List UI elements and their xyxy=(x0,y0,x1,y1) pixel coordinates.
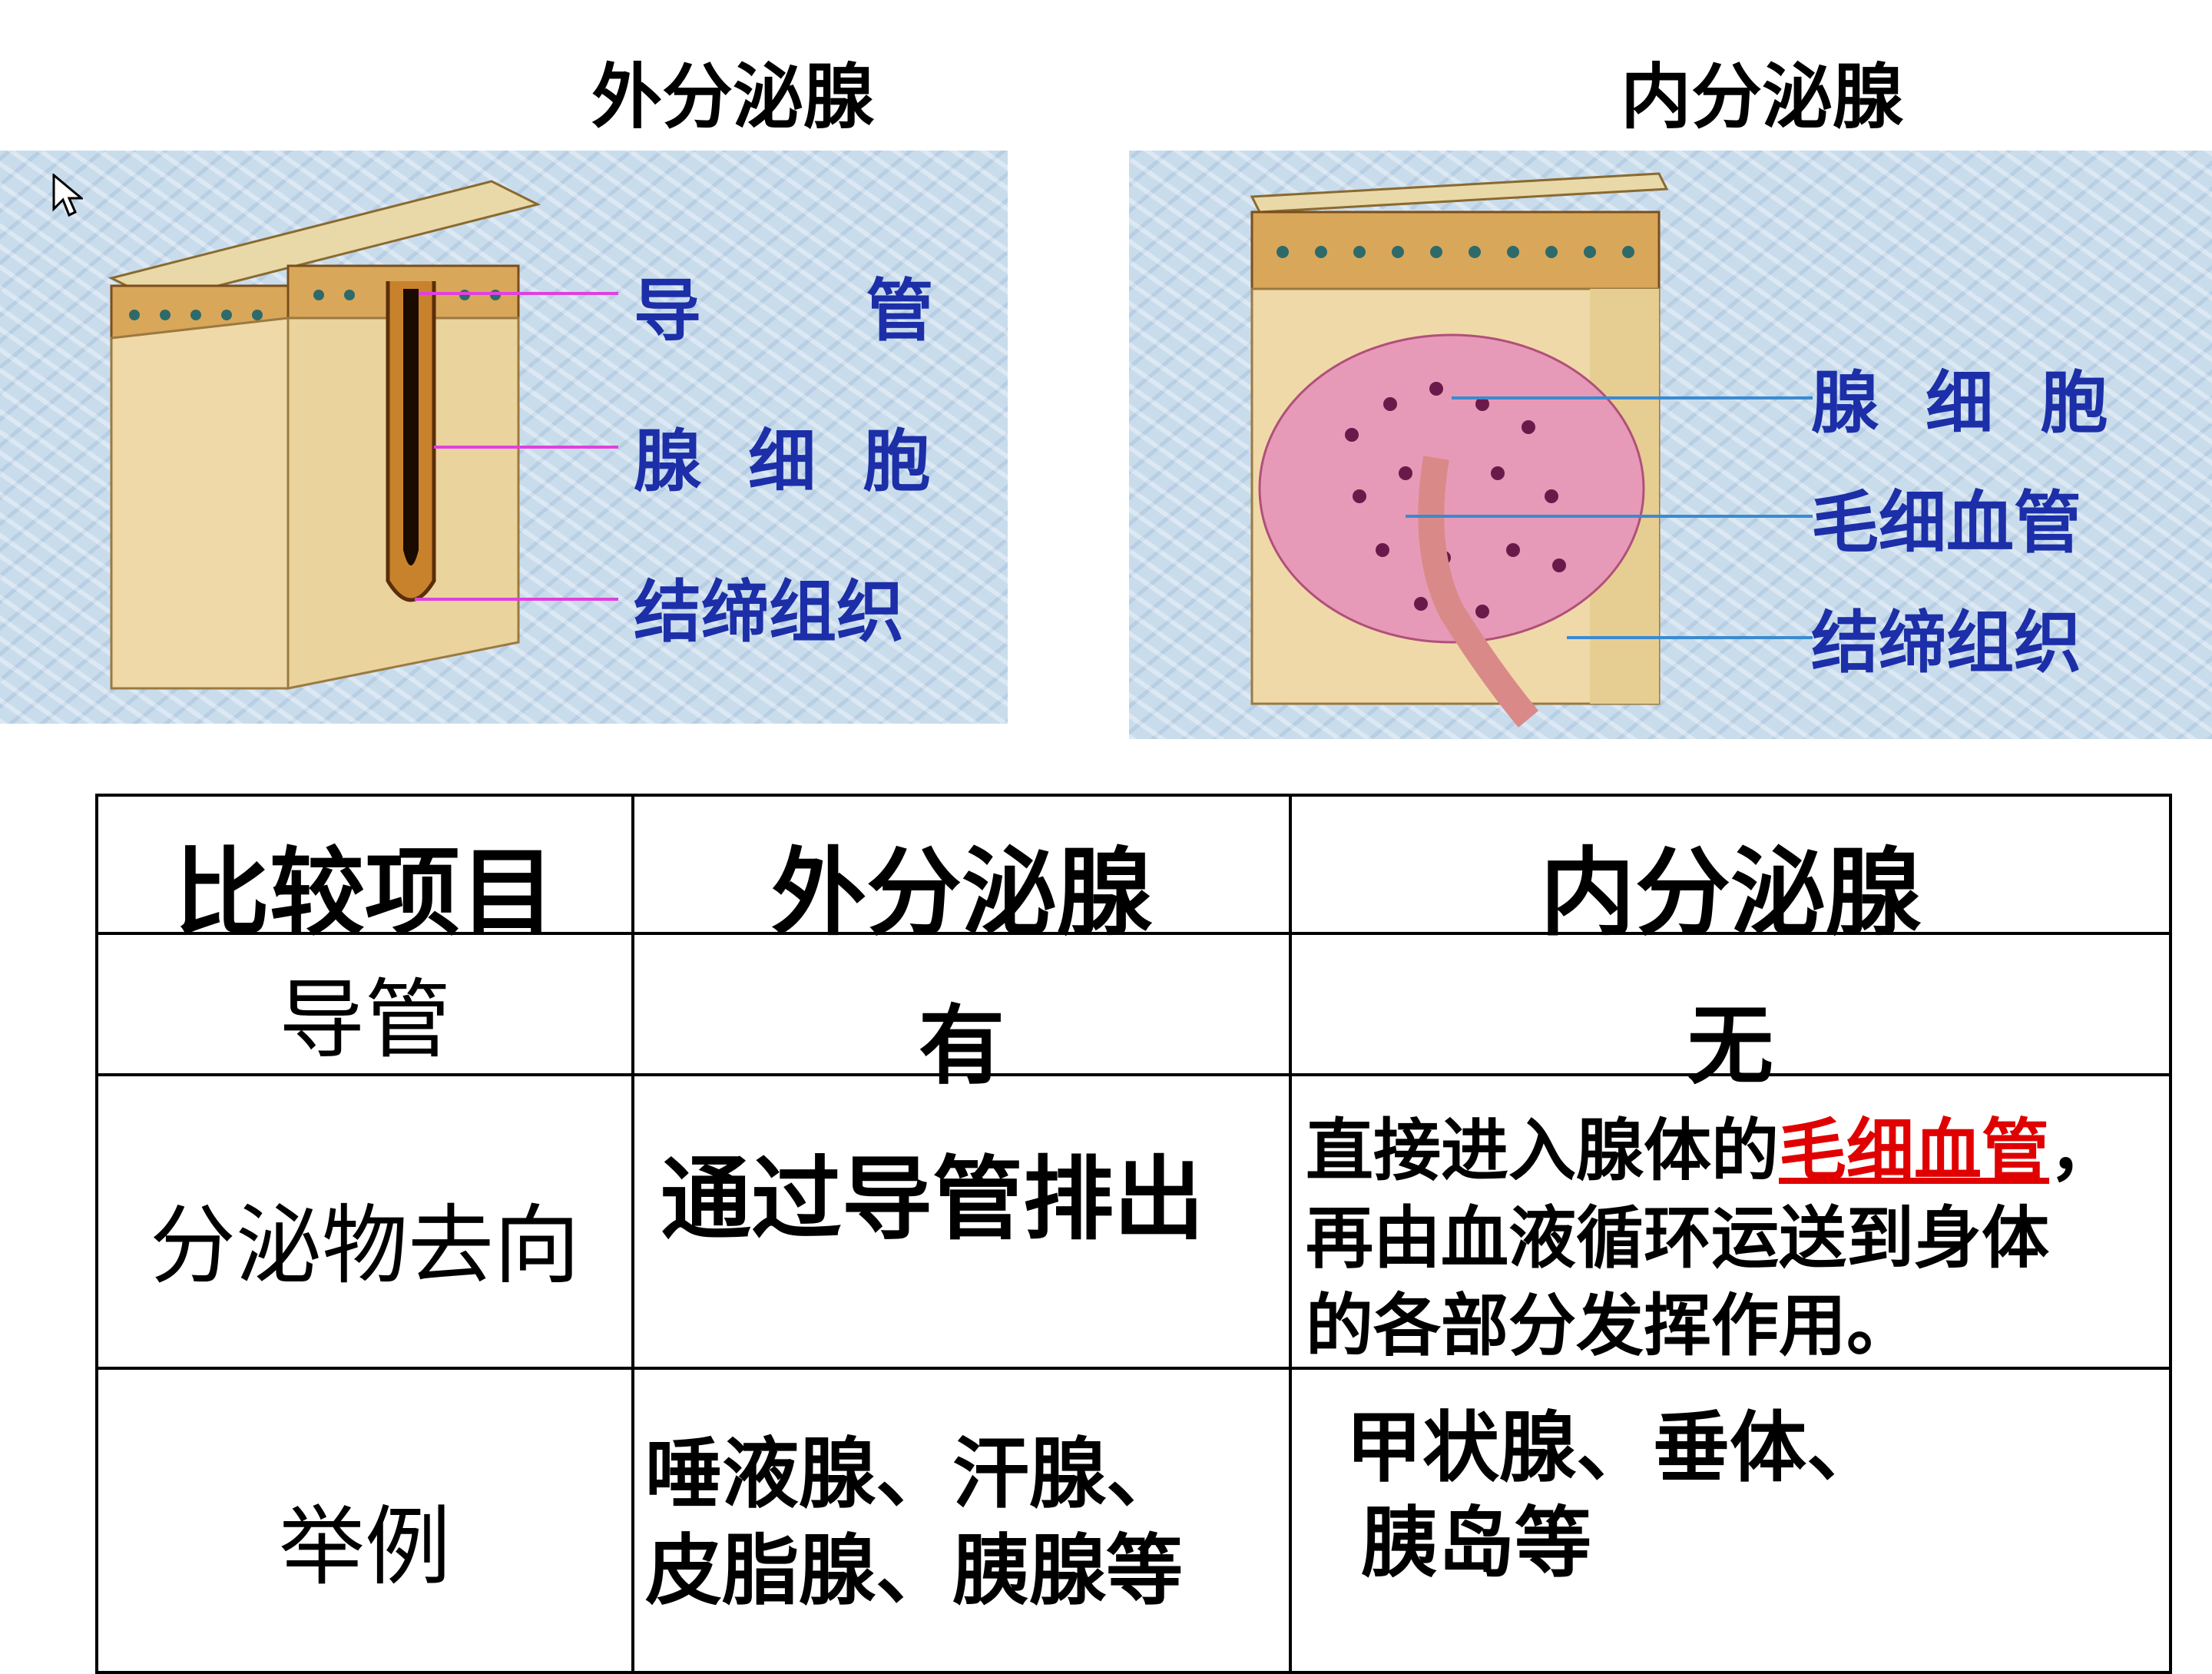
row-duct-endocrine: 无 xyxy=(1289,932,2172,1096)
row-destination-endocrine-line3: 的各部分发挥作用。 xyxy=(1306,1286,1915,1365)
endo-label-capillary: 毛细血管 xyxy=(1811,483,2082,562)
exocrine-gland-figure: 导 管 腺 细 胞 结缔组织 xyxy=(0,151,1008,724)
endo-destination-post: ， xyxy=(2049,1111,2118,1190)
header-cell-item: 比较项目 xyxy=(95,794,634,949)
endocrine-title: 内分泌腺 xyxy=(1621,55,1904,138)
header-item-text: 比较项目 xyxy=(174,838,555,949)
comparison-table: 比较项目 外分泌腺 内分泌腺 导管 有 无 分泌物去向 通过导管排出 直接进入腺… xyxy=(95,794,2172,1674)
endo-label-gland-cell: 腺 细 胞 xyxy=(1811,363,2108,443)
row-destination-endocrine-line1: 直接进入腺体的毛细血管， xyxy=(1306,1096,2117,1194)
row-examples-endocrine-line1: 甲状腺、垂体、 xyxy=(1346,1403,1883,1493)
row-duct-item-text: 导管 xyxy=(279,970,451,1070)
row-destination-endocrine-line2: 再由血液循环运送到身体 xyxy=(1306,1198,2050,1278)
endo-destination-pre: 直接进入腺体的 xyxy=(1306,1111,1780,1190)
exo-label-duct: 导 管 xyxy=(634,271,934,350)
row-examples-item: 举例 xyxy=(95,1367,634,1674)
row-examples-exocrine-line2: 皮脂腺、胰腺等 xyxy=(645,1526,1183,1616)
row-duct-exocrine: 有 xyxy=(631,932,1292,1096)
exo-label-connective-tissue: 结缔组织 xyxy=(634,572,905,651)
row-examples-exocrine-line1: 唾液腺、汗腺、 xyxy=(645,1429,1183,1519)
header-exocrine-text: 外分泌腺 xyxy=(770,838,1152,949)
table-row: 导管 有 无 xyxy=(95,932,2172,1096)
table-row: 举例 唾液腺、汗腺、 皮脂腺、胰腺等 甲状腺、垂体、 胰岛等 xyxy=(95,1367,2172,1674)
table-header-row: 比较项目 外分泌腺 内分泌腺 xyxy=(95,794,2172,949)
row-examples-endocrine: 甲状腺、垂体、 胰岛等 xyxy=(1289,1367,2172,1674)
endocrine-gland-illustration xyxy=(1250,172,1813,728)
endocrine-gland-figure: 腺 细 胞 毛细血管 结缔组织 xyxy=(1129,151,2212,739)
header-endocrine-text: 内分泌腺 xyxy=(1539,838,1921,949)
row-examples-endocrine-line2: 胰岛等 xyxy=(1361,1498,1591,1588)
exocrine-gland-illustration xyxy=(108,180,618,690)
row-examples-exocrine: 唾液腺、汗腺、 皮脂腺、胰腺等 xyxy=(631,1367,1292,1674)
row-destination-endocrine: 直接进入腺体的毛细血管， 再由血液循环运送到身体 的各部分发挥作用。 xyxy=(1289,1073,2172,1370)
exo-label-gland-cell: 腺 细 胞 xyxy=(634,422,931,501)
table-row: 分泌物去向 通过导管排出 直接进入腺体的毛细血管， 再由血液循环运送到身体 的各… xyxy=(95,1073,2172,1370)
capillary-highlight: 毛细血管 xyxy=(1779,1111,2050,1190)
exocrine-title: 外分泌腺 xyxy=(591,55,875,138)
row-duct-item: 导管 xyxy=(95,932,634,1076)
row-destination-item: 分泌物去向 xyxy=(95,1073,634,1370)
header-cell-endocrine: 内分泌腺 xyxy=(1289,794,2172,949)
header-cell-exocrine: 外分泌腺 xyxy=(631,794,1292,949)
row-destination-exocrine-text: 通过导管排出 xyxy=(661,1146,1205,1252)
row-examples-item-text: 举例 xyxy=(279,1497,451,1597)
endo-label-connective-tissue: 结缔组织 xyxy=(1811,603,2082,682)
row-destination-exocrine: 通过导管排出 xyxy=(631,1073,1292,1370)
row-destination-item-text: 分泌物去向 xyxy=(150,1196,580,1296)
